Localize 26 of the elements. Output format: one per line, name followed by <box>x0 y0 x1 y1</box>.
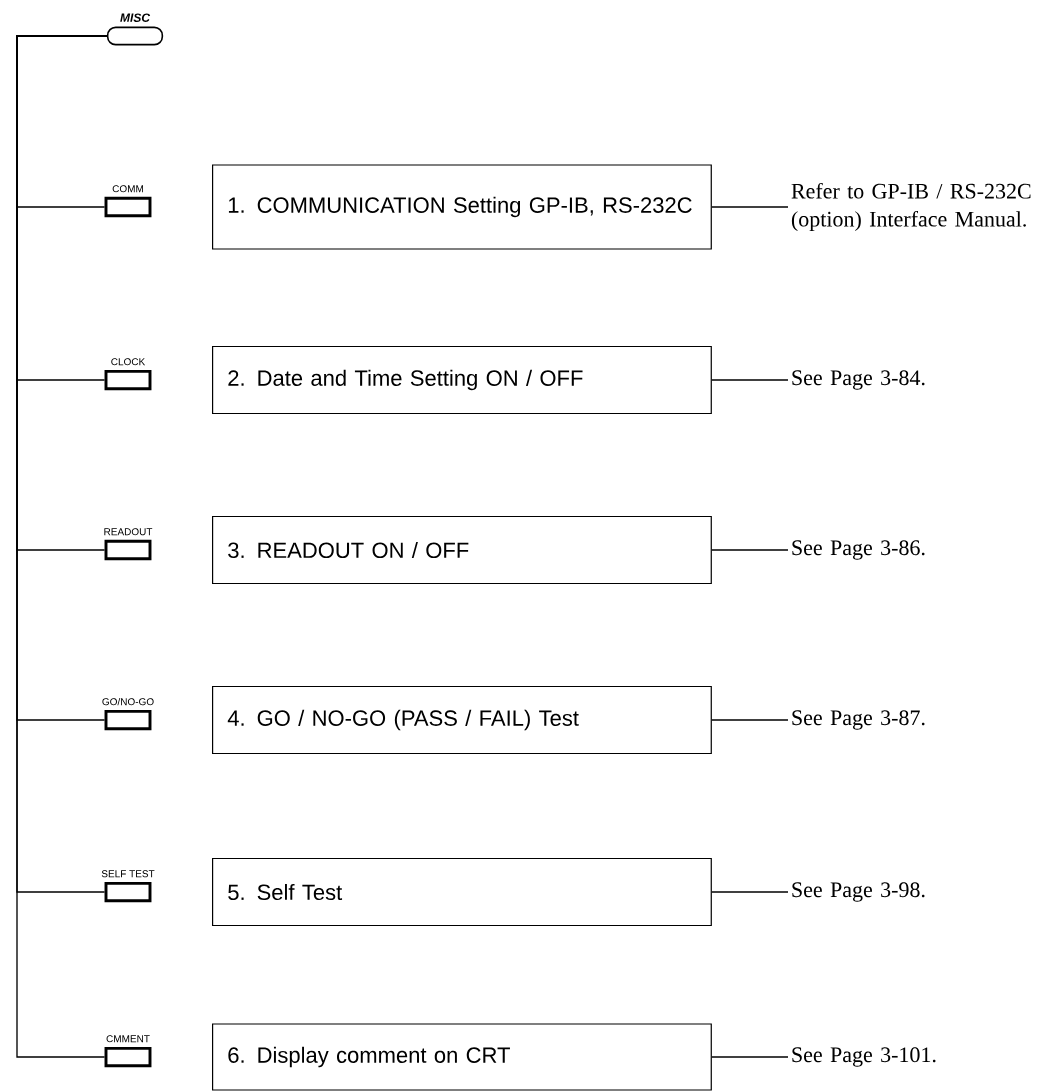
key-label: CLOCK <box>111 358 146 366</box>
setting-box: 6. Display comment on CRT <box>212 1023 712 1091</box>
setting-box: 3. READOUT ON / OFF <box>212 515 712 585</box>
connector-line <box>711 891 789 893</box>
setting-box: 2. Date and Time Setting ON / OFF <box>212 345 712 415</box>
key-label: GO/NO-GO <box>102 697 154 706</box>
reference-text: See Page 3-101. <box>792 1047 936 1067</box>
connector-line <box>711 379 789 381</box>
setting-box: 1. COMMUNICATION Setting GP-IB, RS-232C <box>212 164 712 250</box>
key-label: MISC <box>120 13 151 22</box>
reference-text: See Page 3-84. <box>792 370 925 390</box>
connector-line <box>711 719 789 721</box>
reference-text: See Page 3-86. <box>792 540 925 560</box>
setting-box: 4. GO / NO-GO (PASS / FAIL) Test <box>212 685 712 755</box>
key-label: SELF TEST <box>101 870 155 878</box>
connector-line <box>711 1056 789 1058</box>
connector-line <box>711 549 789 551</box>
key-label: CMMENT <box>106 1035 150 1043</box>
key-label: COMM <box>112 185 143 193</box>
connector-line <box>711 206 789 208</box>
setting-box: 5. Self Test <box>212 857 712 927</box>
reference-text: See Page 3-98. <box>792 882 925 902</box>
connector-line <box>16 35 108 1058</box>
key-label: READOUT <box>104 528 153 536</box>
reference-text: Refer to GP-IB / RS-232C (option) Interface Manual. <box>791 182 1031 232</box>
reference-text: See Page 3-87. <box>792 710 925 730</box>
